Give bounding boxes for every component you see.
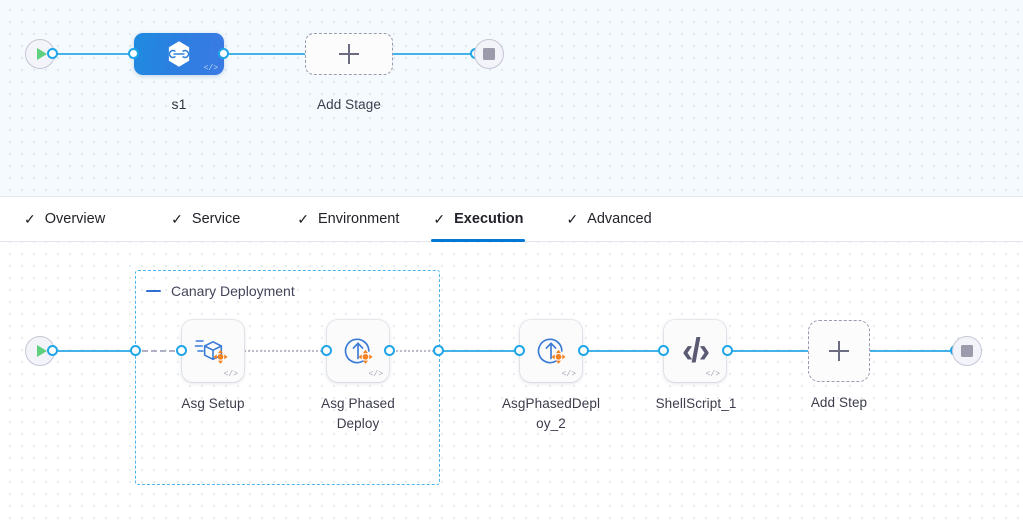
step-node-asg-phased-deploy[interactable]: </>	[327, 320, 389, 382]
connector-dot-asg-phased-deploy-in[interactable]	[321, 345, 332, 356]
tab-overview[interactable]: ✓ Overview	[22, 197, 107, 241]
connector-dot-shellscript-out[interactable]	[722, 345, 733, 356]
step-label-asg-phased-deploy-2: AsgPhasedDepl oy_2	[501, 396, 601, 431]
tab-service-label: Service	[191, 211, 241, 227]
tab-advanced-label: Advanced	[587, 211, 652, 227]
add-step-label: Add Step	[810, 395, 868, 410]
step-node-shellscript-1[interactable]: ‹/› </>	[664, 320, 726, 382]
connector-s1-to-add-stage	[215, 53, 315, 55]
step-code-badge: </>	[705, 370, 720, 379]
step-code-badge: </>	[368, 370, 383, 379]
tab-environment[interactable]: ✓ Environment	[295, 197, 401, 241]
connector-start-to-s1	[52, 53, 144, 55]
check-icon: ✓	[297, 211, 309, 227]
tab-execution[interactable]: ✓ Execution	[431, 197, 526, 242]
connector-dot-group-out[interactable]	[433, 345, 444, 356]
asg-setup-icon	[194, 340, 228, 364]
check-icon: ✓	[24, 211, 36, 227]
tab-advanced[interactable]: ✓ Advanced	[564, 197, 653, 241]
step-group-header[interactable]: Canary Deployment	[146, 283, 295, 299]
tab-overview-label: Overview	[44, 211, 106, 227]
connector-group-out-to-asg2	[442, 350, 522, 352]
add-step-button[interactable]	[808, 320, 870, 382]
tab-environment-label: Environment	[318, 211, 400, 227]
stage-config-tabs: ✓ Overview ✓ Service ✓ Environment ✓ Exe…	[0, 196, 1023, 242]
harness-hexagon-icon	[168, 41, 190, 67]
connector-dot-asg-phased-deploy-out[interactable]	[384, 345, 395, 356]
play-icon	[36, 48, 47, 60]
stage-node-s1[interactable]: </>	[134, 33, 224, 75]
tab-execution-label: Execution	[454, 211, 524, 227]
connector-asg2-to-shellscript	[586, 350, 668, 352]
connector-dot-shellscript-in[interactable]	[658, 345, 669, 356]
add-stage-label: Add Stage	[317, 97, 381, 112]
orange-expand-badge	[213, 349, 228, 364]
execution-end-node[interactable]	[952, 336, 982, 366]
stop-icon	[961, 345, 973, 357]
connector-dot-asg2-out[interactable]	[578, 345, 589, 356]
connector-add-step-to-end	[870, 350, 958, 352]
orange-expand-badge	[358, 349, 373, 364]
stage-node-label: s1	[171, 96, 187, 112]
step-node-asg-setup[interactable]: </>	[182, 320, 244, 382]
step-code-badge: </>	[561, 370, 576, 379]
shell-script-icon: ‹/›	[681, 332, 710, 370]
connector-dot-asg2-in[interactable]	[514, 345, 525, 356]
connector-dot-start-out[interactable]	[47, 48, 58, 59]
asg-deploy-icon	[344, 338, 373, 364]
connector-add-stage-to-end	[390, 53, 486, 55]
plus-icon	[339, 44, 359, 64]
connector-group-in-to-asg-setup	[142, 350, 184, 352]
check-icon: ✓	[433, 211, 446, 227]
stage-canvas[interactable]: </> s1 Add Stage	[0, 0, 1023, 196]
orange-expand-badge	[551, 349, 566, 364]
connector-dot-exec-start-out[interactable]	[47, 345, 58, 356]
tab-service[interactable]: ✓ Service	[169, 197, 242, 241]
play-icon	[36, 345, 47, 357]
step-group-canary-deployment[interactable]	[135, 270, 440, 485]
connector-dot-s1-in[interactable]	[128, 48, 139, 59]
check-icon: ✓	[171, 211, 183, 227]
step-label-shellscript-1: ShellScript_1	[655, 396, 737, 411]
connector-dot-asg-setup-in[interactable]	[176, 345, 187, 356]
plus-icon	[829, 341, 849, 361]
connector-start-to-group	[52, 350, 136, 352]
connector-dot-group-in[interactable]	[130, 345, 141, 356]
execution-start-node[interactable]	[25, 336, 55, 366]
add-stage-button[interactable]	[305, 33, 393, 75]
execution-canvas[interactable]: Canary Deployment	[0, 242, 1023, 521]
step-node-asg-phased-deploy-2[interactable]: </>	[520, 320, 582, 382]
connector-shellscript-to-add-step	[730, 350, 812, 352]
step-code-badge: </>	[223, 370, 238, 379]
stop-icon	[483, 48, 495, 60]
minus-icon[interactable]	[146, 289, 161, 293]
check-icon: ✓	[566, 211, 579, 227]
asg-deploy-icon	[537, 338, 566, 364]
pipeline-end-node[interactable]	[474, 39, 504, 69]
step-group-label: Canary Deployment	[171, 283, 295, 299]
connector-dot-s1-out[interactable]	[218, 48, 229, 59]
connector-asg-setup-to-asg-phased-deploy	[188, 350, 326, 352]
stage-code-badge: </>	[203, 64, 218, 73]
